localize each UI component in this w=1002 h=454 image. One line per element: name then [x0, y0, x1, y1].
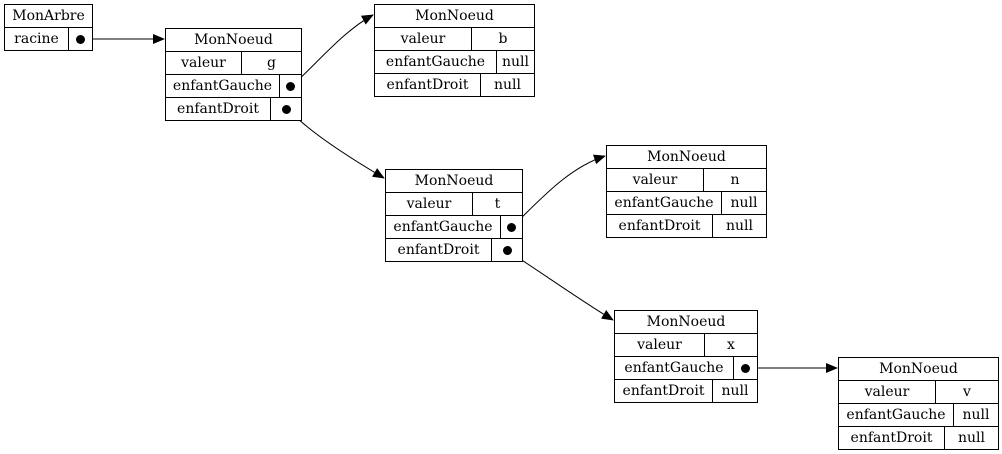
enfant-droit-label: enfantDroit — [839, 427, 945, 449]
valeur-value: b — [498, 31, 508, 47]
enfant-droit-value: null — [958, 430, 985, 446]
node-title: MonNoeud — [375, 5, 534, 28]
valeur-label: valeur — [166, 52, 242, 74]
edge-t-left-to-n — [513, 154, 606, 226]
pointer-dot-icon — [76, 34, 85, 44]
node-b: MonNoeud valeur b enfantGauche null enfa… — [374, 4, 535, 97]
node-g: MonNoeud valeur g enfantGauche enfantDro… — [165, 28, 302, 121]
valeur-label: valeur — [615, 334, 705, 356]
enfant-droit-value: null — [726, 218, 753, 234]
enfant-gauche-value: null — [502, 54, 529, 70]
pointer-dot-icon — [741, 363, 750, 373]
node-title: MonNoeud — [607, 146, 766, 169]
valeur-value: x — [727, 337, 735, 353]
node-title: MonNoeud — [386, 170, 522, 193]
enfant-gauche-pointer — [734, 357, 757, 379]
edge-g-right-to-t — [290, 111, 385, 179]
tree-root-box: MonArbre racine — [4, 4, 93, 51]
enfant-droit-label: enfantDroit — [386, 239, 492, 261]
valeur-label: valeur — [386, 193, 473, 215]
valeur-value: v — [963, 384, 971, 400]
enfant-droit-value: null — [494, 77, 521, 93]
pointer-dot-icon — [502, 245, 512, 255]
enfant-droit-value: null — [721, 383, 749, 399]
node-v: MonNoeud valeur v enfantGauche null enfa… — [838, 357, 999, 450]
enfant-gauche-label: enfantGauche — [386, 216, 501, 238]
node-title: MonNoeud — [166, 29, 301, 52]
enfant-gauche-label: enfantGauche — [607, 192, 722, 214]
enfant-droit-pointer — [271, 98, 301, 120]
racine-label: racine — [5, 28, 69, 50]
enfant-gauche-pointer — [501, 216, 522, 238]
enfant-droit-label: enfantDroit — [166, 98, 271, 120]
enfant-gauche-pointer — [280, 75, 301, 97]
enfant-gauche-label: enfantGauche — [166, 75, 280, 97]
valeur-value: g — [267, 55, 276, 71]
pointer-dot-icon — [507, 222, 516, 232]
enfant-gauche-label: enfantGauche — [615, 357, 734, 379]
enfant-gauche-value: null — [962, 407, 990, 423]
racine-pointer — [69, 28, 92, 50]
valeur-label: valeur — [839, 381, 936, 403]
enfant-gauche-label: enfantGauche — [839, 404, 954, 426]
node-title: MonNoeud — [839, 358, 998, 381]
edge-g-left-to-b — [293, 14, 374, 85]
node-n: MonNoeud valeur n enfantGauche null enfa… — [606, 145, 767, 238]
pointer-dot-icon — [281, 104, 291, 114]
valeur-value: t — [494, 196, 501, 212]
node-title: MonNoeud — [615, 311, 757, 334]
enfant-droit-label: enfantDroit — [375, 74, 481, 96]
enfant-gauche-label: enfantGauche — [375, 51, 497, 73]
pointer-dot-icon — [286, 81, 295, 91]
enfant-gauche-value: null — [730, 195, 758, 211]
valeur-value: n — [730, 172, 740, 188]
node-x: MonNoeud valeur x enfantGauche enfantDro… — [614, 310, 758, 403]
valeur-label: valeur — [375, 28, 472, 50]
valeur-label: valeur — [607, 169, 704, 191]
enfant-droit-pointer — [492, 239, 522, 261]
edge-t-right-to-x — [510, 252, 614, 321]
tree-title: MonArbre — [5, 5, 92, 28]
node-t: MonNoeud valeur t enfantGauche enfantDro… — [385, 169, 523, 262]
enfant-droit-label: enfantDroit — [607, 215, 713, 237]
enfant-droit-label: enfantDroit — [615, 380, 713, 402]
